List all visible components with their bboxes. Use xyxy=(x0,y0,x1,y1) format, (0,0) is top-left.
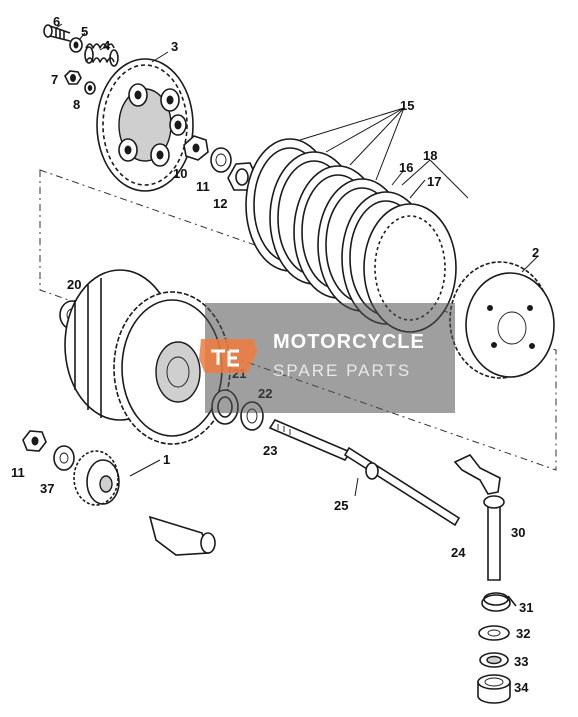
part-spring[interactable] xyxy=(84,43,119,67)
label-part-2: 2 xyxy=(532,245,539,260)
part-nut-11[interactable] xyxy=(22,430,47,452)
label-part-6: 6 xyxy=(53,14,60,29)
part-seal-33[interactable] xyxy=(479,652,509,668)
label-part-31: 31 xyxy=(519,600,533,615)
label-part-20: 20 xyxy=(67,277,81,292)
label-part-37: 37 xyxy=(40,481,54,496)
label-part-33: 33 xyxy=(514,654,528,669)
label-part-34: 34 xyxy=(514,680,529,695)
label-part-25: 25 xyxy=(334,498,348,513)
label-part-18: 18 xyxy=(423,148,437,163)
label-part-3: 3 xyxy=(171,39,178,54)
label-part-30: 30 xyxy=(511,525,525,540)
label-part-16: 16 xyxy=(399,160,413,175)
label-part-10: 10 xyxy=(173,166,187,181)
label-part-21: 21 xyxy=(232,366,246,381)
part-number-labels: 6 5 4 3 7 8 15 16 18 17 10 11 12 2 20 21… xyxy=(11,14,539,695)
part-nut-7[interactable] xyxy=(64,70,82,85)
part-washer-5[interactable] xyxy=(69,37,83,53)
reference-frame xyxy=(39,169,557,471)
label-part-8: 8 xyxy=(73,97,80,112)
part-push-rod[interactable] xyxy=(268,418,461,527)
label-part-11-upper: 11 xyxy=(196,179,210,194)
label-part-1: 1 xyxy=(163,452,170,467)
label-part-11-lower: 11 xyxy=(11,465,25,480)
label-part-24: 24 xyxy=(451,545,466,560)
leader-lines xyxy=(55,23,539,497)
part-clutch-plates[interactable] xyxy=(245,138,457,333)
part-pressure-plate[interactable] xyxy=(96,58,194,192)
part-thrust-piece-10[interactable] xyxy=(183,135,209,161)
label-part-7: 7 xyxy=(51,72,58,87)
label-part-32: 32 xyxy=(516,626,530,641)
part-washer-37[interactable] xyxy=(53,445,75,471)
part-washer-11[interactable] xyxy=(210,147,232,173)
label-part-15: 15 xyxy=(400,98,414,113)
part-screw[interactable] xyxy=(43,24,71,42)
part-washer-8[interactable] xyxy=(84,81,96,95)
label-part-4: 4 xyxy=(103,38,111,53)
part-washer-22[interactable] xyxy=(240,401,264,431)
part-pinion-gear[interactable] xyxy=(73,450,120,506)
label-part-12: 12 xyxy=(213,196,227,211)
label-part-23: 23 xyxy=(263,443,277,458)
part-needle-bearing[interactable] xyxy=(477,674,511,704)
part-sleeve[interactable] xyxy=(148,515,216,556)
part-return-spring[interactable] xyxy=(481,592,517,612)
part-bearing-21[interactable] xyxy=(211,389,239,425)
label-part-22: 22 xyxy=(258,386,272,401)
part-primary-gear[interactable] xyxy=(449,261,555,379)
label-part-5: 5 xyxy=(81,24,88,39)
part-clutch-basket[interactable] xyxy=(64,269,231,445)
label-part-17: 17 xyxy=(427,174,441,189)
part-washer-32[interactable] xyxy=(478,625,510,641)
part-clutch-lever[interactable] xyxy=(453,454,505,581)
